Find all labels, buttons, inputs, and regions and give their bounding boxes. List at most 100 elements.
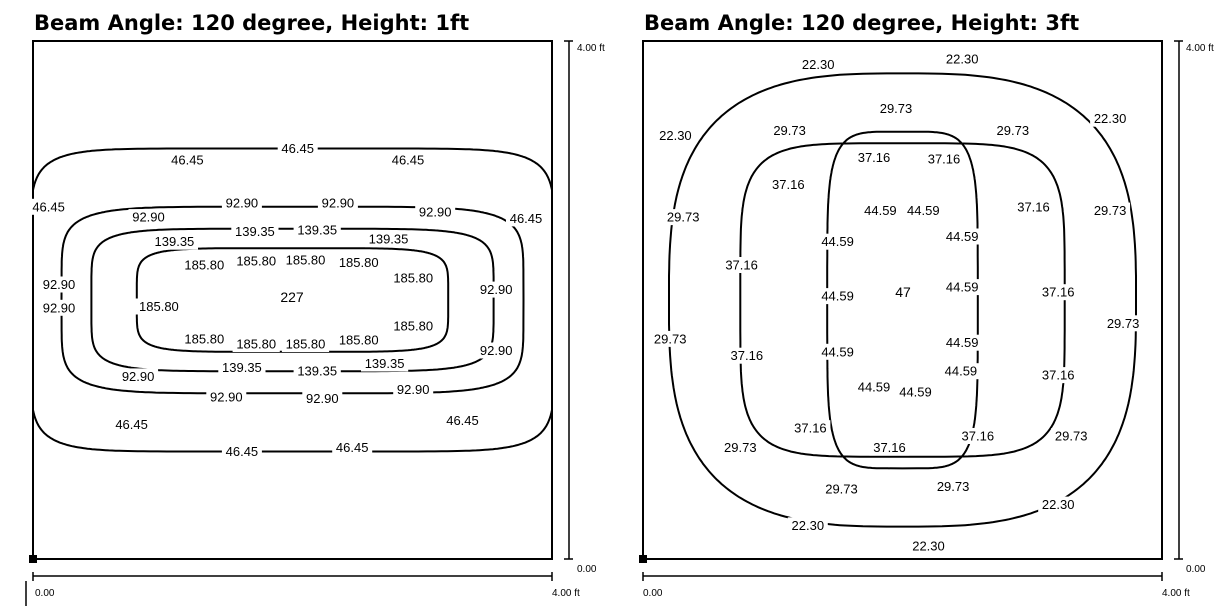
center-value: 47 [895,284,911,300]
contour-label-background [1038,284,1079,301]
contour-label-background [206,389,247,406]
contour-label: 185.80 [339,255,379,270]
contour-label: 37.16 [1042,368,1075,383]
contour-label-background [118,368,159,385]
x-axis-max-label: 4.00 ft [552,588,580,599]
contour-label: 37.16 [794,421,827,436]
contour-label-background [293,363,341,380]
contour-label-background [302,390,343,407]
contour-label-background [1051,428,1092,444]
contour-label: 29.73 [1094,203,1127,218]
contour-label: 139.35 [235,224,275,239]
contour-label: 92.90 [210,390,243,405]
contour-label-background [903,202,944,219]
chart-title: Beam Angle: 120 degree, Height: 1ft [34,11,469,35]
origin-marker [639,555,647,563]
contour-label-background [876,100,916,117]
contour-label-background [933,478,974,495]
contour-label: 92.90 [43,277,76,292]
contour-label: 139.35 [297,223,337,238]
contour-label-background [221,194,262,211]
x-axis: 0.00 4.00 ft [642,572,1190,599]
contour-label-background [942,228,983,245]
contour-label: 29.73 [654,331,687,346]
contour-label-background [924,150,964,167]
contour-label-background [817,288,858,305]
contour-label: 46.45 [392,153,425,168]
y-axis-max-label: 4.00 ft [1186,43,1214,54]
contour-label-background [726,347,767,364]
contour-label-background [798,56,839,73]
contour-label: 44.59 [946,335,979,350]
contour-label-background [940,363,981,380]
contour-label-background [1103,315,1144,332]
y-axis-min-label: 0.00 [1186,564,1206,575]
contour-label: 37.16 [858,150,891,165]
contour-label-background [860,202,901,219]
contour-label: 29.73 [825,482,858,497]
contour-label: 185.80 [184,258,224,273]
contour-label: 92.90 [480,282,513,297]
contour-label-background [39,276,79,293]
contour-label: 37.16 [962,429,995,444]
contour-label: 46.45 [336,440,369,455]
contour-label-background [335,254,383,271]
contour-label: 22.30 [659,128,692,143]
contour-label-background [281,336,330,352]
contour-label: 92.90 [122,369,155,384]
contour-label-background [361,355,409,372]
contour-label: 46.45 [281,141,314,156]
contour-label: 44.59 [899,384,932,399]
contour-label: 139.35 [369,232,409,247]
y-axis: 4.00 ft 0.00 [1174,40,1214,575]
chart-title: Beam Angle: 120 degree, Height: 3ft [644,11,1079,35]
contour-label: 92.90 [43,300,76,315]
contour-label-background [335,332,383,349]
contour-line-22.30 [578,0,1224,610]
contour-label: 46.45 [32,199,65,214]
contour-label: 185.80 [339,333,379,348]
contour-label: 92.90 [322,195,355,210]
contour-label: 22.30 [1094,111,1127,126]
contour-label-background [1038,367,1079,384]
contour-label: 44.59 [821,289,854,304]
contour-label: 44.59 [946,280,979,295]
contour-label-background [506,210,546,227]
plot-area-frame [642,40,1163,560]
contour-label: 44.59 [945,364,978,379]
contour-label-background [364,231,413,248]
contour-label-background [821,481,862,498]
x-axis-min-label: 0.00 [35,588,55,599]
contour-label-background [942,334,983,351]
contour-label: 29.73 [1107,316,1140,331]
contour-label-background [232,253,280,270]
contour-label-background [150,233,198,250]
plot-area-frame [32,40,553,560]
contour-label-background [817,343,858,360]
contour-label-background [180,330,228,347]
contour-label-background [39,299,79,316]
contour-label-background [135,298,183,315]
contour-label-background [476,342,517,359]
contour-label: 44.59 [821,344,854,359]
center-value: 227 [280,289,304,305]
contour-label: 46.45 [510,211,543,226]
contour-label: 44.59 [946,229,979,244]
contour-label: 37.16 [772,177,805,192]
x-axis-max-label: 4.00 ft [1162,588,1190,599]
contour-label-background [655,127,696,144]
contour-label: 44.59 [907,203,940,218]
contour-label-background [721,257,762,273]
contour-label: 22.30 [1042,497,1075,512]
contour-label-background [1013,198,1054,215]
contour-label-background [854,149,894,166]
contour-line-46.45 [33,147,552,453]
contour-label: 92.90 [397,382,430,397]
contour-chart-height-3ft: Beam Angle: 120 degree, Height: 3ft 22.3… [578,0,1224,610]
contour-label: 29.73 [773,123,806,138]
contour-label: 37.16 [1042,285,1075,300]
contour-label: 92.90 [419,204,452,219]
x-axis: 0.00 4.00 ft [25,572,580,606]
contour-label: 46.45 [446,413,479,428]
contour-label: 185.80 [236,337,276,352]
